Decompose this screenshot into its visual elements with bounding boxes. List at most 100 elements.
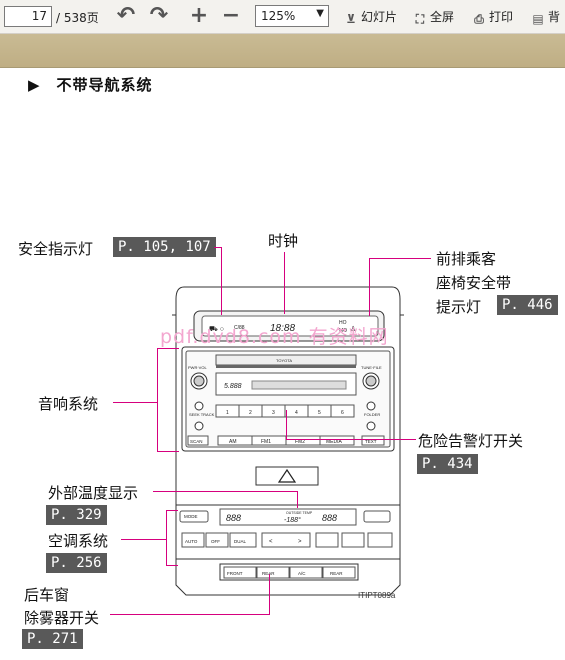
climate-left-temp: 888 [226, 513, 241, 523]
label-audio: 音响系统 [38, 395, 99, 413]
leader-temp-v [297, 491, 298, 508]
climate-right-temp: 888 [322, 513, 337, 523]
leader-hazard-v [286, 410, 287, 440]
leader-ac-bottom [166, 565, 178, 566]
preset-4: 4 [295, 410, 298, 416]
print-label: 打印 [489, 10, 514, 24]
page-total: / 538页 [56, 11, 99, 25]
background-button[interactable]: ▤背 [531, 8, 560, 26]
leader-ac-v [166, 510, 167, 566]
fan-up-button: > [298, 539, 302, 545]
preset-1: 1 [226, 410, 229, 416]
ref-front-seat[interactable]: P. 446 [497, 295, 558, 315]
leader-clock [284, 252, 285, 314]
leader-audio-bottom [157, 451, 179, 452]
outside-temp-value: -188° [284, 516, 301, 524]
scan-button: SCAN [190, 439, 203, 444]
display-mo: MO [339, 328, 347, 334]
label-rear-window-2: 除雾器开关 [24, 609, 100, 627]
redo-icon[interactable]: ↷ [149, 3, 169, 28]
leader-ac-h [121, 539, 166, 540]
label-front-seat-1: 前排乘客 [436, 250, 497, 268]
leader-seat-v [369, 258, 370, 316]
viewer-toolbar: 17 / 538页 ↶ ↷ + − 125%▼ ⊻幻灯片 ⛶全屏 ⎙打印 ▤背 [0, 0, 565, 34]
background-icon: ▤ [532, 12, 544, 26]
pwr-vol-label: PWR·VOL [188, 365, 207, 370]
chevron-down-icon: ▼ [316, 8, 324, 19]
label-clock: 时钟 [268, 232, 299, 250]
leader-seat-h [369, 258, 431, 259]
climate-mode-label: MODE [184, 514, 198, 519]
label-front-seat-2: 座椅安全带 [436, 274, 512, 292]
ref-rear-window[interactable]: P. 271 [22, 629, 83, 649]
display-clock: 18:88 [270, 323, 295, 334]
leader-safety-v [221, 247, 222, 315]
ref-hazard[interactable]: P. 434 [417, 454, 478, 474]
label-hazard: 危险告警灯开关 [418, 432, 524, 450]
page-header-band [0, 34, 565, 68]
preset-3: 3 [272, 410, 275, 416]
display-clock-small: C/88 [234, 325, 245, 331]
text-button: TEXT [365, 439, 377, 444]
outside-temp-label: OUTSIDE TEMP [286, 511, 313, 515]
zoom-select[interactable]: 125% ▼ [255, 5, 329, 27]
label-outside-temp: 外部温度显示 [48, 484, 139, 502]
rear-defrost-button: REAR [262, 571, 275, 576]
fan-down-button: < [269, 539, 273, 545]
leader-hazard-h [286, 439, 416, 440]
leader-audio-h [113, 402, 157, 403]
ref-ac[interactable]: P. 256 [46, 553, 107, 573]
slideshow-label: 幻灯片 [361, 10, 398, 24]
leader-safety-h [214, 247, 222, 248]
undo-icon[interactable]: ↶ [116, 3, 136, 28]
print-button[interactable]: ⎙ 打印 [472, 8, 513, 26]
center-console-diagram: ⛟ ○ C/88 18:88 HO MO ♙ TOYOTA PWR·VOL TU… [172, 286, 404, 596]
fm1-button: FM1 [261, 439, 271, 445]
audio-frequency: 5.888 [224, 383, 242, 390]
leader-temp-h [153, 491, 298, 492]
slideshow-button[interactable]: ⊻ 幻灯片 [344, 8, 397, 26]
label-rear-window-1: 后车窗 [24, 586, 70, 604]
tune-file-label: TUNE·FILE [361, 365, 382, 370]
media-button: MEDIA [326, 439, 343, 445]
ref-outside-temp[interactable]: P. 329 [46, 505, 107, 525]
fullscreen-icon: ⛶ [415, 12, 425, 26]
slideshow-icon: ⊻ [346, 12, 356, 26]
fullscreen-label: 全屏 [430, 10, 455, 24]
background-label: 背 [548, 10, 561, 24]
preset-6: 6 [341, 410, 344, 416]
seatbelt-indicator-icon: ⛟ ○ [209, 326, 224, 333]
page-number-input[interactable]: 17 [4, 6, 52, 27]
watermark: pdf.dvd8.com 有资料网 [160, 326, 389, 348]
preset-buttons: 1 2 3 4 5 6 [215, 404, 355, 418]
front-defrost-button: FRONT [227, 571, 243, 576]
leader-rear-h [110, 614, 270, 615]
leader-audio-top [157, 348, 179, 349]
section-heading: ▶ 不带导航系统 [28, 76, 153, 94]
leader-audio-v [157, 348, 158, 452]
figure-code: ITIPT089a [358, 591, 396, 600]
audio-source-buttons: SCAN AM FM1 FM2 MEDIA TEXT [187, 435, 385, 446]
leader-ac-top [166, 510, 178, 511]
auto-button: AUTO [185, 539, 198, 544]
print-icon: ⎙ [474, 12, 484, 26]
label-front-seat-3: 提示灯 [436, 298, 482, 316]
ref-safety-light[interactable]: P. 105, 107 [113, 237, 216, 257]
zoom-value: 125% [261, 9, 296, 23]
hazard-icon [277, 468, 297, 483]
preset-2: 2 [249, 410, 252, 416]
off-button: OFF [211, 539, 220, 544]
display-ho: HO [339, 320, 347, 326]
preset-5: 5 [318, 410, 321, 416]
passenger-seatbelt-icon: ♙ [350, 325, 356, 333]
fullscreen-button[interactable]: ⛶ 全屏 [413, 8, 454, 26]
zoom-in-icon[interactable]: + [189, 3, 209, 28]
folder-label: FOLDER [364, 412, 380, 417]
audio-brand: TOYOTA [276, 358, 292, 363]
ac-button: A/C [298, 571, 306, 576]
fm2-button: FM2 [295, 439, 305, 445]
zoom-out-icon[interactable]: − [221, 3, 241, 28]
defrost-buttons: FRONT REAR A/C REAR [223, 566, 356, 579]
label-safety-light: 安全指示灯 [18, 240, 94, 258]
